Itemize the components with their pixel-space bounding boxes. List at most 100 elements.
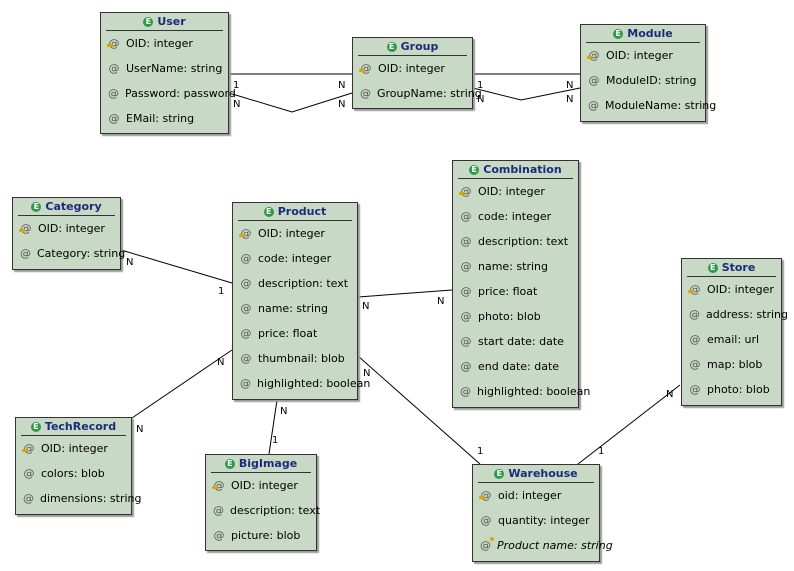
- entity-product[interactable]: E Product @OID: integer @code: integer @…: [232, 202, 370, 400]
- attribute-label: photo: blob: [707, 383, 770, 396]
- attribute-row[interactable]: @OID: integer: [101, 31, 228, 56]
- attribute-row[interactable]: @start date: date: [453, 329, 578, 354]
- attribute-row[interactable]: @ModuleID: string: [581, 68, 705, 93]
- attribute-row[interactable]: @map: blob: [682, 352, 781, 377]
- entity-icon: E: [386, 41, 397, 52]
- attribute-row[interactable]: @OID: integer: [453, 179, 578, 204]
- attribute-row[interactable]: @UserName: string: [101, 56, 228, 81]
- attribute-row[interactable]: @highlighted: boolean: [453, 379, 590, 404]
- mult-user-group-2-from: N: [233, 99, 241, 110]
- attribute-row[interactable]: @end date: date: [453, 354, 578, 379]
- mult-product-techrecord-from: N: [217, 357, 225, 368]
- rel-line-product-combination[interactable]: [357, 289, 453, 298]
- key-attribute-icon: @: [688, 283, 701, 296]
- rel-line-store-warehouse[interactable]: [577, 384, 681, 465]
- attribute-row[interactable]: @Category: string: [13, 241, 125, 266]
- attribute-icon: @: [460, 235, 472, 248]
- attribute-row[interactable]: @OID: integer: [581, 43, 705, 68]
- mult-product-combination-to: N: [437, 296, 445, 307]
- attribute-icon: @: [689, 333, 701, 346]
- rel-line-product-techrecord[interactable]: [131, 349, 233, 419]
- rel-line-product-warehouse[interactable]: [357, 355, 481, 465]
- attribute-row[interactable]: @description: text: [233, 271, 357, 296]
- entity-module-title: E Module: [586, 25, 700, 43]
- entity-warehouse[interactable]: E Warehouse @oid: integer @quantity: int…: [472, 464, 613, 562]
- attribute-row[interactable]: @dimensions: string: [16, 486, 142, 511]
- entity-group-title: E Group: [358, 38, 467, 56]
- entity-icon: E: [224, 458, 235, 469]
- mult-group-module-1-from: 1: [477, 80, 484, 91]
- attribute-label: highlighted: boolean: [257, 377, 371, 390]
- attribute-row[interactable]: @photo: blob: [453, 304, 578, 329]
- mult-store-warehouse-to: 1: [598, 446, 605, 457]
- attribute-icon: @: [460, 310, 472, 323]
- attribute-row[interactable]: @name: string: [453, 254, 578, 279]
- attribute-label: name: string: [478, 260, 548, 273]
- rel-line-user-group-2[interactable]: [228, 92, 353, 113]
- attribute-row[interactable]: @code: integer: [453, 204, 578, 229]
- attribute-row[interactable]: @OID: integer: [233, 221, 357, 246]
- entity-store[interactable]: E Store @OID: integer @address: string @…: [681, 258, 788, 406]
- attribute-row[interactable]: @OID: integer: [16, 436, 131, 461]
- entity-warehouse-title: E Warehouse: [478, 465, 594, 483]
- attribute-row[interactable]: @quantity: integer: [473, 508, 599, 533]
- attribute-icon: @: [460, 335, 472, 348]
- attribute-label: UserName: string: [126, 62, 223, 75]
- attribute-row[interactable]: @Product name: string: [473, 533, 613, 558]
- attribute-icon: @: [460, 210, 472, 223]
- entity-techrecord-name: TechRecord: [44, 420, 117, 433]
- entity-group[interactable]: E Group @OID: integer @GroupName: string: [352, 37, 482, 109]
- attribute-row[interactable]: @name: string: [233, 296, 357, 321]
- attribute-icon: @: [213, 504, 224, 517]
- attribute-row[interactable]: @thumbnail: blob: [233, 346, 357, 371]
- attribute-row[interactable]: @oid: integer: [473, 483, 599, 508]
- rel-line-category-product[interactable]: [120, 249, 233, 284]
- attribute-row[interactable]: @Password: password: [101, 81, 236, 106]
- mult-category-product-to: 1: [218, 286, 225, 297]
- attribute-label: email: url: [707, 333, 760, 346]
- attribute-row[interactable]: @ description: text: [206, 498, 320, 523]
- attribute-row[interactable]: @code: integer: [233, 246, 357, 271]
- attribute-icon: @: [108, 112, 120, 125]
- rel-line-group-module-2[interactable]: [472, 87, 581, 101]
- attribute-row[interactable]: @ highlighted: boolean: [233, 371, 370, 396]
- entity-techrecord[interactable]: E TechRecord @OID: integer @colors: blob…: [15, 417, 142, 515]
- entity-bigimage[interactable]: E BigImage @OID: integer @description: t…: [205, 454, 320, 551]
- key-attribute-icon: @: [107, 37, 120, 50]
- entity-user[interactable]: E User @OID: integer @UserName: string @…: [100, 12, 236, 134]
- attribute-row[interactable]: @OID: integer: [353, 56, 472, 81]
- entity-product-title: E Product: [238, 203, 352, 221]
- attribute-icon: @: [240, 377, 251, 390]
- attribute-icon: @: [360, 87, 371, 100]
- entity-icon: E: [31, 201, 42, 212]
- key-attribute-icon: @: [212, 479, 225, 492]
- attribute-icon: @: [23, 467, 35, 480]
- attribute-label: OID: integer: [606, 49, 673, 62]
- attribute-row[interactable]: @photo: blob: [682, 377, 781, 402]
- attribute-row[interactable]: @GroupName: string: [353, 81, 482, 106]
- attribute-row[interactable]: @ email: url: [682, 327, 781, 352]
- entity-category[interactable]: E Category @OID: integer @Category: stri…: [12, 197, 125, 270]
- attribute-label: description: text: [230, 504, 321, 517]
- attribute-row[interactable]: @price: float: [233, 321, 357, 346]
- entity-module[interactable]: E Module @OID: integer @ModuleID: string…: [580, 24, 716, 122]
- attribute-icon: @: [480, 514, 492, 527]
- attribute-label: price: float: [258, 327, 318, 340]
- attribute-row[interactable]: @OID: integer: [682, 277, 781, 302]
- entity-module-name: Module: [627, 27, 673, 40]
- attribute-row[interactable]: @picture: blob: [206, 523, 316, 548]
- attribute-row[interactable]: @address: string: [682, 302, 788, 327]
- attribute-row[interactable]: @ModuleName: string: [581, 93, 716, 118]
- attribute-row[interactable]: @colors: blob: [16, 461, 131, 486]
- attribute-row[interactable]: @EMail: string: [101, 106, 228, 131]
- entity-category-name: Category: [45, 200, 102, 213]
- entity-group-name: Group: [400, 40, 439, 53]
- mult-store-warehouse-from: N: [666, 389, 674, 400]
- attribute-row[interactable]: @price: float: [453, 279, 578, 304]
- attribute-row[interactable]: @description: text: [453, 229, 578, 254]
- attribute-row[interactable]: @OID: integer: [206, 473, 316, 498]
- entity-combination[interactable]: E Combination @OID: integer @code: integ…: [452, 160, 590, 408]
- attribute-icon: @: [588, 74, 600, 87]
- rel-line-product-bigimage[interactable]: [268, 399, 278, 455]
- attribute-row[interactable]: @OID: integer: [13, 216, 120, 241]
